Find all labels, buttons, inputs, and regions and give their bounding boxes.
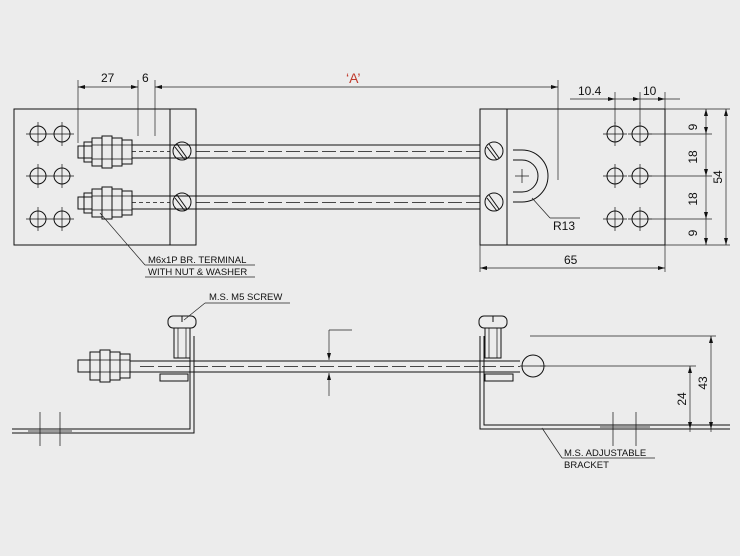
dim-18-lower-label: 18 — [686, 192, 700, 206]
dim-9-bottom-label: 9 — [686, 229, 700, 236]
r13-leader — [531, 197, 580, 219]
side-height-dimensions — [530, 335, 716, 432]
thickness-indicator — [327, 329, 352, 396]
bracket-leader — [541, 427, 655, 459]
right-m5-screw — [478, 315, 508, 359]
dim-18-upper-label: 18 — [686, 150, 700, 164]
left-terminal-plate — [13, 108, 197, 246]
u-slot — [513, 149, 549, 203]
dim-a-label: ‘A’ — [346, 70, 361, 86]
side-terminal — [77, 349, 140, 383]
left-m5-screw — [167, 315, 197, 359]
right-bracket — [479, 336, 730, 430]
dim-6-label: 6 — [142, 71, 149, 85]
plate-screw-heads — [172, 141, 504, 212]
right-terminal-plate — [479, 108, 666, 246]
terminal-callout-line1: M6x1P BR. TERMINAL — [148, 255, 246, 266]
top-dimensions — [77, 80, 680, 180]
dim-54-label: 54 — [711, 170, 725, 184]
shunt-strips — [196, 144, 480, 210]
dim-10-label: 10 — [643, 84, 657, 98]
bottom-dimension-65 — [479, 245, 666, 272]
dim-27-label: 27 — [101, 71, 115, 85]
left-bracket — [12, 336, 191, 430]
dim-43-label: 43 — [696, 376, 710, 390]
dim-10-4-label: 10.4 — [578, 84, 602, 98]
side-view — [12, 302, 730, 459]
bracket-callout-line2: BRACKET — [564, 460, 609, 471]
left-mounting-holes — [26, 122, 74, 231]
screw-leader — [183, 302, 290, 321]
dim-24-label: 24 — [675, 392, 689, 406]
dim-9-top-label: 9 — [686, 123, 700, 130]
terminal-callout-line2: WITH NUT & WASHER — [148, 267, 247, 278]
radius-r13-label: R13 — [553, 219, 575, 233]
top-view — [13, 80, 730, 278]
right-dimensions — [648, 108, 730, 246]
dim-65-label: 65 — [564, 253, 578, 267]
screw-callout-label: M.S. M5 SCREW — [209, 292, 282, 303]
terminal-leader — [99, 212, 255, 278]
bracket-callout-line1: M.S. ADJUSTABLE — [564, 448, 646, 459]
terminal-upper — [77, 135, 196, 169]
terminal-lower — [77, 186, 196, 220]
